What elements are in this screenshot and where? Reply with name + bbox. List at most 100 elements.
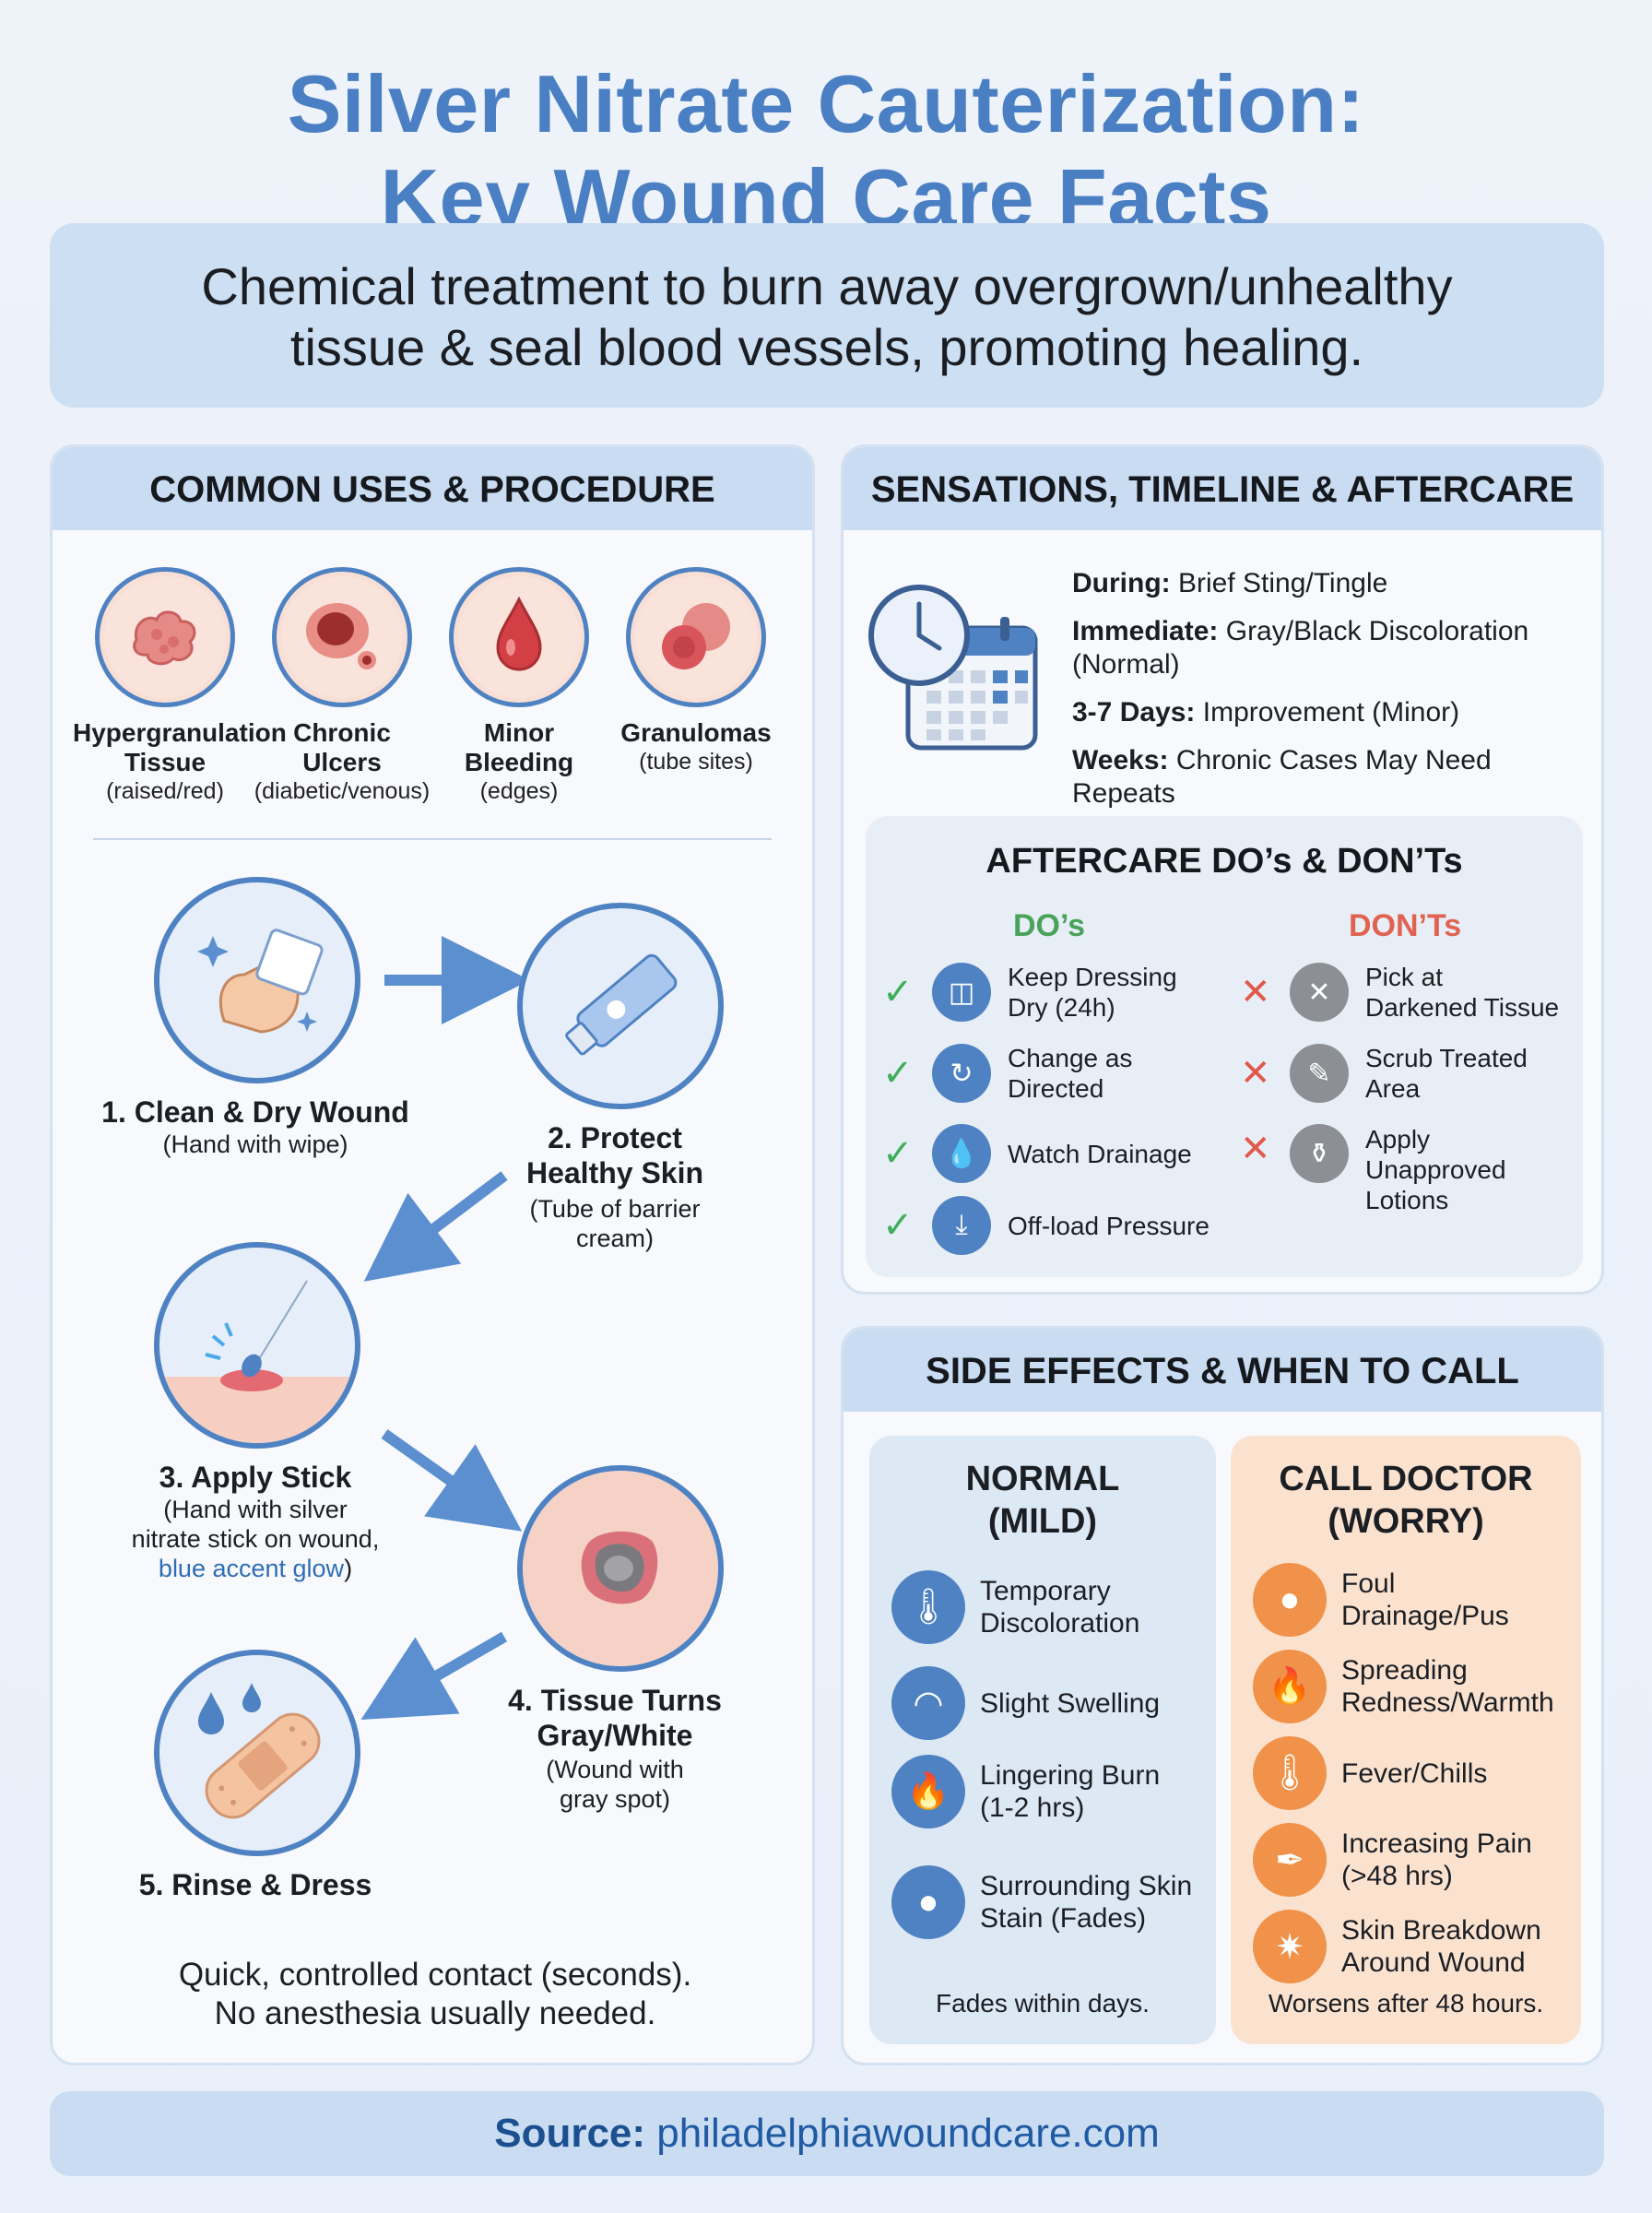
fever-thermometer-icon: 🌡 bbox=[1253, 1736, 1327, 1810]
normal-item: ◠ Slight Swelling bbox=[891, 1666, 1160, 1740]
donts-heading: DON’Ts bbox=[1349, 908, 1462, 943]
normal-item: 🔥 Lingering Burn(1-2 hrs) bbox=[891, 1755, 1160, 1828]
clock-calendar-icon bbox=[867, 582, 1043, 762]
lotion-icon: ⚱ bbox=[1290, 1124, 1349, 1183]
timeline-during: During: Brief Sting/Tingle bbox=[1072, 568, 1388, 598]
use-granulomas: Granulomas (tube sites) bbox=[604, 567, 788, 775]
flame-icon: 🔥 bbox=[891, 1755, 965, 1828]
fire-icon: 🔥 bbox=[1253, 1650, 1327, 1723]
title-line-1: Silver Nitrate Cauterization: bbox=[287, 58, 1365, 149]
droplet-icon: 💧 bbox=[932, 1124, 991, 1183]
dos-heading: DO’s bbox=[1013, 908, 1086, 943]
gray-wound-icon bbox=[517, 1465, 724, 1672]
syringe-icon: ✒ bbox=[1253, 1823, 1327, 1897]
no-pick-icon: ✕ bbox=[1290, 963, 1349, 1022]
subtitle: Chemical treatment to burn away overgrow… bbox=[50, 256, 1604, 378]
subtitle-line-2: tissue & seal blood vessels, promoting h… bbox=[289, 318, 1364, 376]
cream-tube-icon bbox=[517, 903, 724, 1109]
dressing-icon: ◫ bbox=[932, 963, 991, 1022]
normal-footer: Fades within days. bbox=[936, 1989, 1150, 2018]
thermometer-icon: 🌡 bbox=[891, 1570, 965, 1644]
call-footer: Worsens after 48 hours. bbox=[1268, 1989, 1544, 2018]
source-bar: Source: philadelphiawoundcare.com bbox=[50, 2091, 1604, 2176]
use-sub: (raised/red) bbox=[106, 778, 224, 804]
step-3-title: 3. Apply Stick bbox=[159, 1461, 352, 1494]
timeline-panel: SENSATIONS, TIMELINE & AFTERCARE During:… bbox=[841, 444, 1604, 1295]
timeline-immediate: Immediate: Gray/Black Discoloration(Norm… bbox=[1072, 616, 1529, 680]
call-item: 🌡 Fever/Chills bbox=[1253, 1736, 1487, 1810]
normal-heading: NORMAL (MILD) bbox=[965, 1460, 1120, 1541]
step-3-sub: (Hand with silver nitrate stick on wound… bbox=[131, 1496, 380, 1582]
pus-icon: ● bbox=[1253, 1563, 1327, 1637]
use-sub: (edges) bbox=[479, 778, 559, 804]
step-arrows bbox=[360, 936, 530, 1721]
source-label: Source: bbox=[494, 2111, 646, 2156]
side-effects-heading: SIDE EFFECTS & WHEN TO CALL bbox=[844, 1329, 1601, 1412]
page-title: Silver Nitrate Cauterization: Key Wound … bbox=[0, 57, 1652, 245]
step-5-title: 5. Rinse & Dress bbox=[138, 1868, 372, 1901]
timeline-3-7-days: 3-7 Days: Improvement (Minor) bbox=[1072, 697, 1460, 728]
timeline-panel-heading: SENSATIONS, TIMELINE & AFTERCARE bbox=[844, 447, 1601, 530]
check-icon: ✓ bbox=[882, 972, 914, 1012]
subtitle-line-1: Chemical treatment to burn away overgrow… bbox=[201, 257, 1453, 315]
side-effects-panel: SIDE EFFECTS & WHEN TO CALL NORMAL (MILD… bbox=[841, 1326, 1604, 2065]
aftercare-box: AFTERCARE DO’s & DON’Ts DO’s DON’Ts ✓ ◫ … bbox=[866, 816, 1583, 1277]
check-icon: ✓ bbox=[882, 1133, 914, 1174]
x-mark-icon: ✕ bbox=[1240, 972, 1271, 1012]
step-1-title: 1. Clean & Dry Wound bbox=[101, 1095, 409, 1129]
do-item: ✓ ⤓ Off-load Pressure bbox=[882, 1196, 1210, 1255]
subtitle-banner: Chemical treatment to burn away overgrow… bbox=[50, 223, 1604, 408]
stain-icon: ● bbox=[891, 1865, 965, 1939]
bandage-icon bbox=[154, 1650, 360, 1856]
divider bbox=[93, 838, 772, 840]
timeline-weeks: Weeks: Chronic Cases May Need Repeats bbox=[1072, 745, 1492, 809]
swelling-icon: ◠ bbox=[891, 1666, 965, 1740]
hand-wipe-icon bbox=[154, 877, 360, 1083]
call-item: ✒ Increasing Pain(>48 hrs) bbox=[1253, 1823, 1532, 1897]
step-1-sub: (Hand with wipe) bbox=[162, 1130, 348, 1158]
procedure-note: Quick, controlled contact (seconds). No … bbox=[178, 1957, 692, 2031]
check-icon: ✓ bbox=[882, 1053, 914, 1094]
uses-panel-heading: COMMON USES & PROCEDURE bbox=[53, 447, 812, 530]
accent-text: blue accent glow bbox=[158, 1555, 345, 1582]
x-mark-icon: ✕ bbox=[1240, 1129, 1271, 1169]
refresh-icon: ↻ bbox=[932, 1044, 991, 1103]
granuloma-icon bbox=[626, 567, 766, 707]
use-title: Granulomas bbox=[620, 718, 772, 747]
x-mark-icon: ✕ bbox=[1240, 1053, 1271, 1094]
hypergranulation-icon bbox=[95, 567, 235, 707]
source-link[interactable]: philadelphiawoundcare.com bbox=[656, 2111, 1160, 2156]
blood-drop-icon bbox=[449, 567, 589, 707]
offload-icon: ⤓ bbox=[932, 1196, 991, 1255]
uses-procedure-panel: COMMON USES & PROCEDURE Hypergranulation… bbox=[50, 444, 815, 2065]
do-item: ✓ 💧 Watch Drainage bbox=[882, 1124, 1192, 1183]
skin-breakdown-icon: ✷ bbox=[1253, 1910, 1327, 1983]
aftercare-title: AFTERCARE DO’s & DON’Ts bbox=[985, 842, 1463, 881]
scrub-icon: ✎ bbox=[1290, 1044, 1349, 1103]
use-sub: (tube sites) bbox=[639, 749, 753, 775]
call-heading: CALL DOCTOR (WORRY) bbox=[1279, 1460, 1533, 1541]
check-icon: ✓ bbox=[882, 1205, 914, 1246]
use-sub: (diabetic/venous) bbox=[254, 778, 431, 804]
